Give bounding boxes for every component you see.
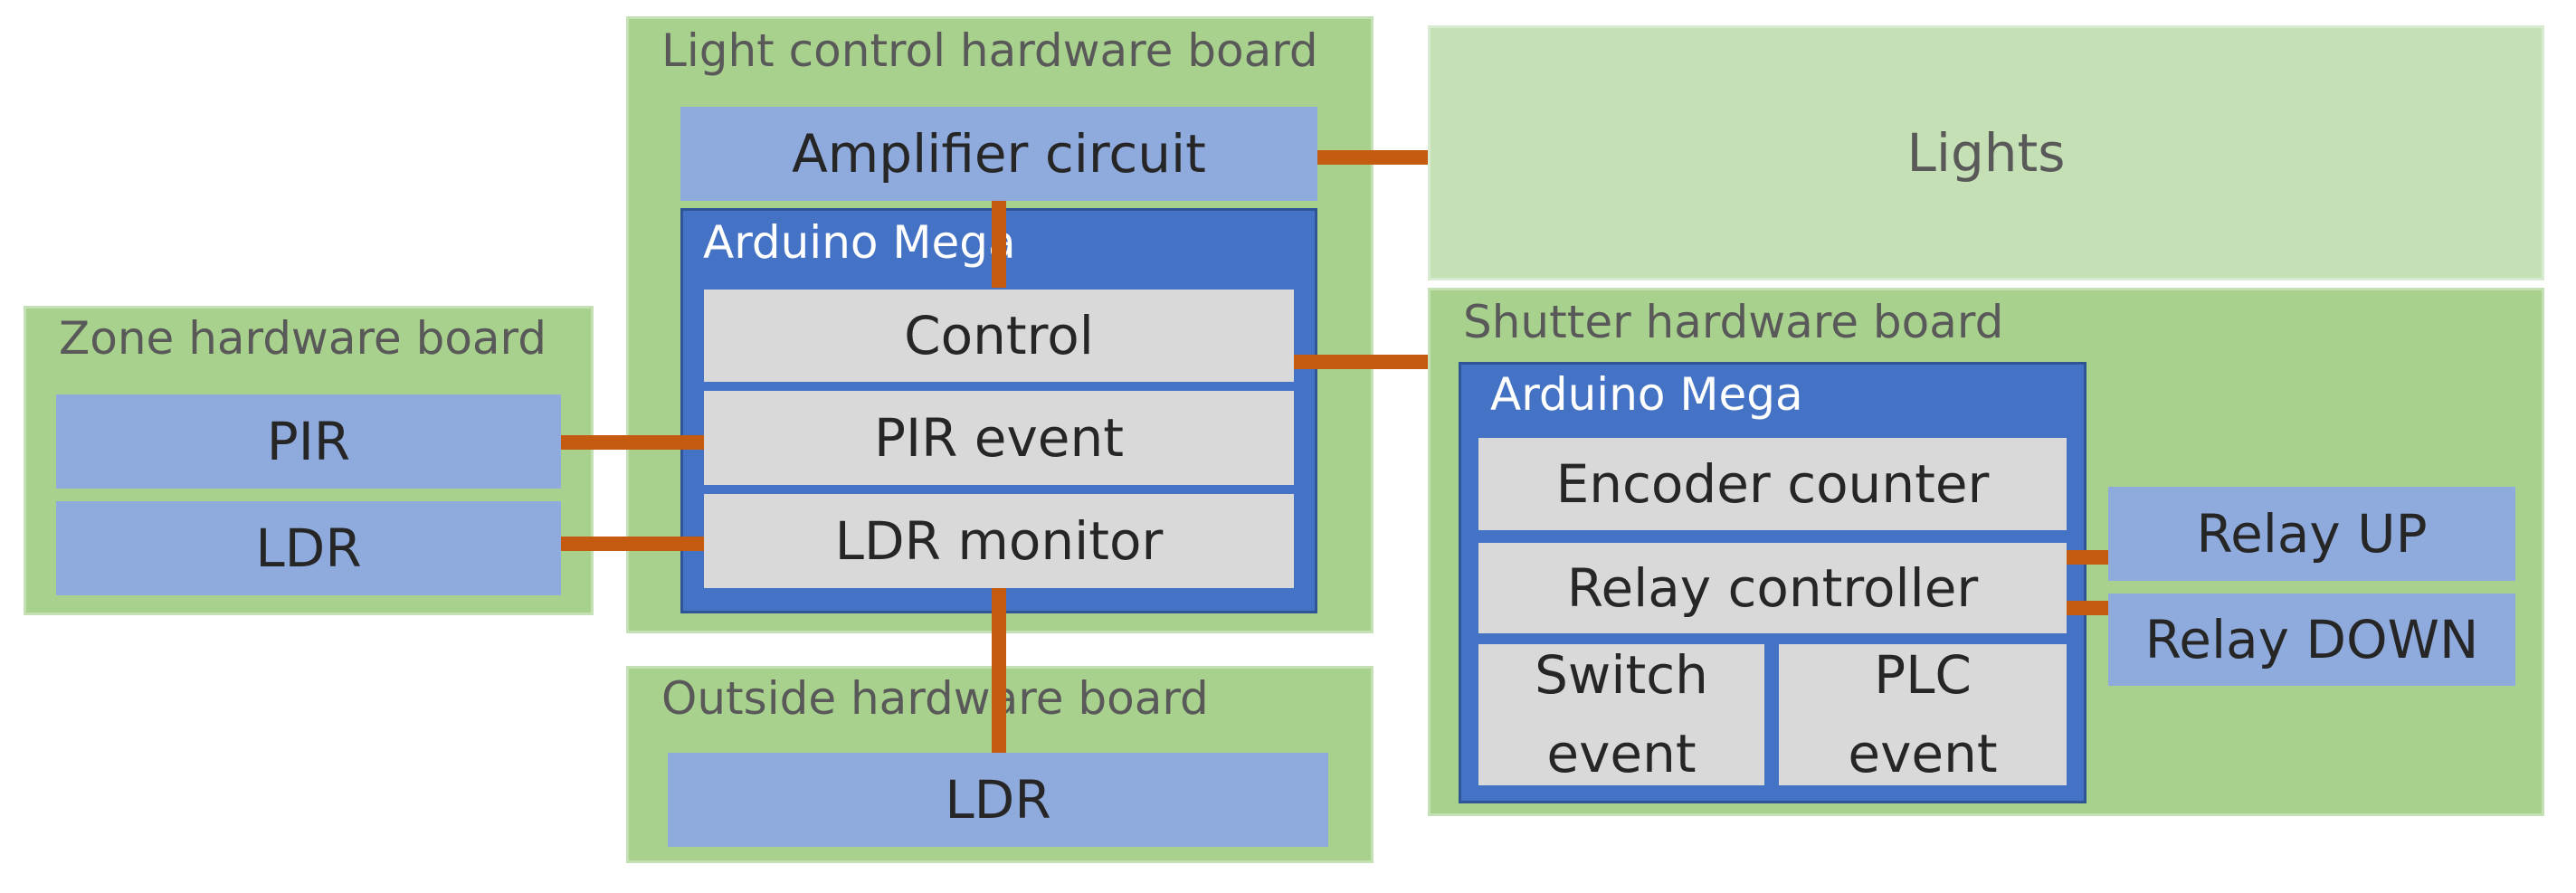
relay-up: Relay UP	[2108, 487, 2515, 581]
light-arduino-mega-title: Arduino Mega	[703, 216, 1016, 269]
zone-board-title: Zone hardware board	[59, 312, 547, 365]
zone-pir-sensor: PIR	[56, 394, 561, 489]
pir-event-function: PIR event	[704, 391, 1294, 485]
connector-ldr-to-ldr-monitor	[561, 537, 704, 551]
connector-amplifier-to-control	[992, 201, 1006, 288]
connector-relay-controller-to-relay-down	[2067, 601, 2108, 615]
switch-event-function: Switch event	[1478, 644, 1764, 785]
outside-ldr-sensor: LDR	[668, 753, 1328, 847]
lights-box: Lights	[1428, 25, 2544, 280]
shutter-board-title: Shutter hardware board	[1463, 296, 2004, 348]
zone-ldr-sensor: LDR	[56, 501, 561, 595]
amplifier-circuit: Amplifier circuit	[680, 107, 1317, 201]
connector-relay-controller-to-relay-up	[2067, 550, 2108, 565]
ldr-monitor-function: LDR monitor	[704, 494, 1294, 588]
encoder-counter-function: Encoder counter	[1478, 438, 2067, 530]
relay-controller-function: Relay controller	[1478, 543, 2067, 633]
shutter-arduino-mega-title: Arduino Mega	[1490, 368, 1803, 421]
outside-board-title: Outside hardware board	[661, 672, 1209, 725]
connector-amplifier-to-lights	[1317, 150, 1428, 165]
relay-down: Relay DOWN	[2108, 594, 2515, 686]
connector-control-to-shutter	[1294, 355, 1428, 369]
control-function: Control	[704, 290, 1294, 382]
connector-pir-to-pir-event	[561, 435, 704, 450]
plc-event-function: PLC event	[1779, 644, 2067, 785]
connector-ldr-monitor-to-outside-ldr	[992, 588, 1006, 753]
light-control-board-title: Light control hardware board	[661, 24, 1318, 77]
